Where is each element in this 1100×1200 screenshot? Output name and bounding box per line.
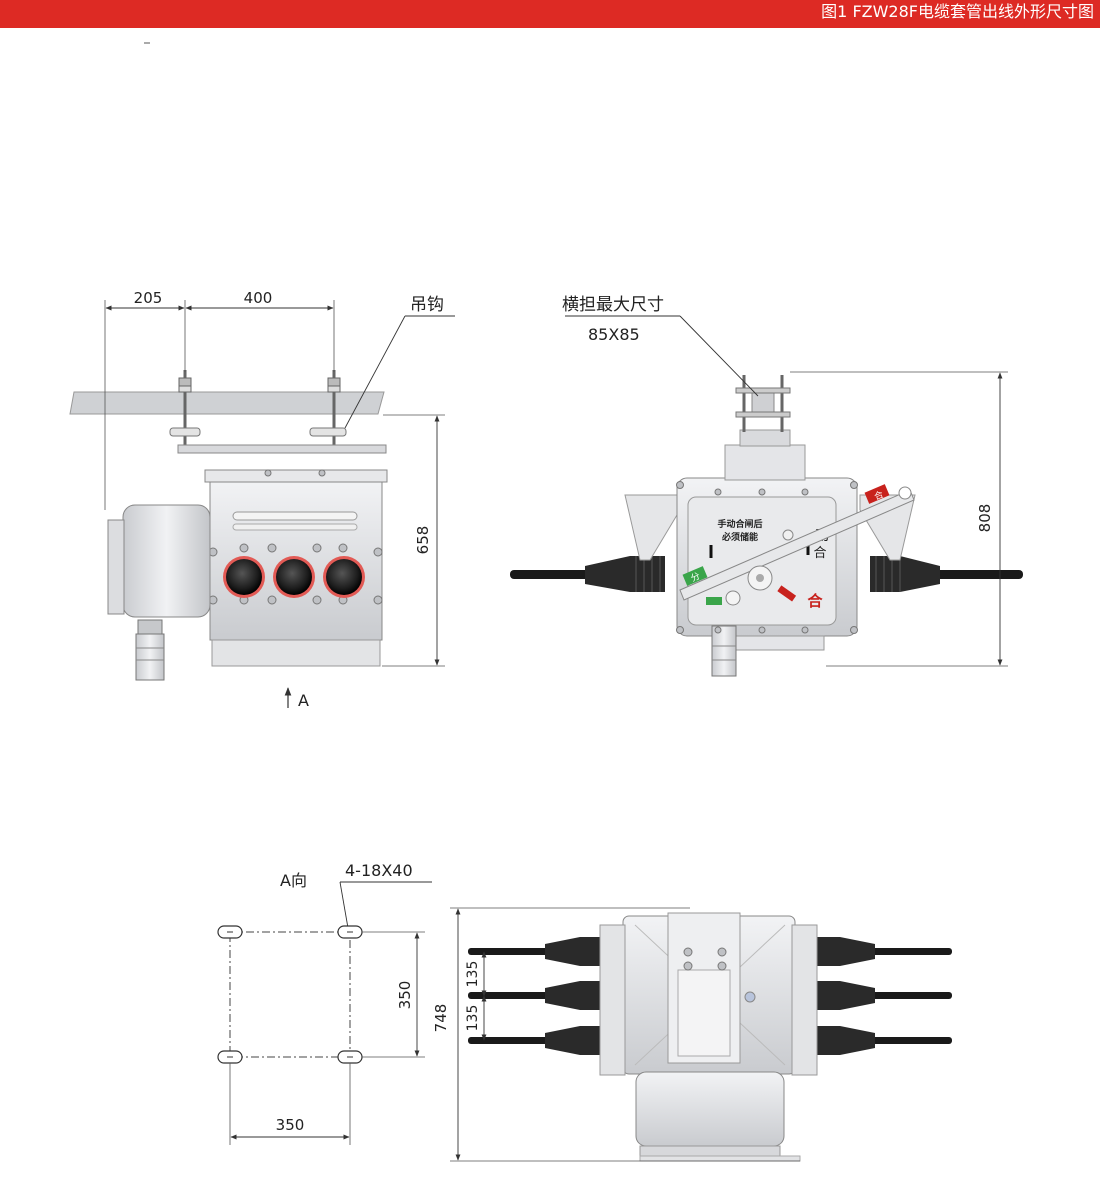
- hole-spec-label: 4-18X40: [345, 861, 413, 880]
- panel-text-1: 手动合闸后: [717, 518, 762, 530]
- dim-205: 205: [134, 289, 163, 307]
- side-view: 手动合闸后 必须储能 动 合 合 合 分 横担: [510, 295, 1023, 677]
- panel-text-2: 必须储能: [721, 531, 758, 543]
- page-title: 图1 FZW28F电缆套管出线外形尺寸图: [817, 0, 1098, 24]
- dim-748: 748: [432, 1004, 450, 1033]
- panel-mark-close-small: 合: [813, 546, 826, 561]
- cable-connector-side: [711, 625, 737, 677]
- operating-lever: [679, 489, 915, 601]
- hook-label: 吊钩: [410, 295, 444, 315]
- crossarm-beam: [69, 391, 385, 415]
- a-view-title: A向: [280, 871, 307, 890]
- cable-connector: [135, 633, 165, 681]
- top-view: 748 135 135: [432, 907, 952, 1162]
- bushing-front-3: [323, 556, 365, 598]
- cable-left: [510, 570, 590, 579]
- cable-right: [935, 570, 1023, 579]
- dim-658: 658: [414, 526, 432, 555]
- dim-135-lower: 135: [465, 1005, 481, 1032]
- dim-hole-width: 350: [276, 1116, 305, 1134]
- crossarm-label: 横担最大尺寸: [562, 295, 664, 315]
- dim-808: 808: [976, 504, 994, 533]
- hanging-bolt-right: [309, 370, 347, 445]
- switch-base: [211, 639, 381, 667]
- mechanism-box-top: [635, 1071, 785, 1147]
- a-view-holes: A向 4-18X40 350 350: [217, 861, 432, 1145]
- dim-400: 400: [244, 289, 273, 307]
- mounting-bracket: [177, 444, 387, 454]
- dim-135-upper: 135: [465, 961, 481, 988]
- cable-terminal-left: [585, 556, 665, 592]
- cables-right: [800, 937, 952, 1055]
- bushing-front-2: [273, 556, 315, 598]
- front-view: 205 400 658 吊钩 A: [69, 289, 455, 710]
- cables-left: [468, 937, 620, 1055]
- lever-open-mark: 分: [689, 571, 702, 585]
- mechanism-box: [122, 504, 211, 618]
- title-banner: 图1 FZW28F电缆套管出线外形尺寸图: [0, 0, 1100, 28]
- hole-pattern: [229, 931, 351, 1058]
- panel-mark-close: 合: [806, 592, 823, 610]
- cable-terminal-right: [870, 556, 940, 592]
- hanging-bolt-left: [169, 370, 201, 445]
- direction-a-label: A: [298, 691, 309, 710]
- dim-hole-height: 350: [396, 981, 414, 1010]
- lever-close-mark: 合: [872, 488, 885, 503]
- crossarm-size: 85X85: [588, 325, 640, 344]
- bushing-front-1: [223, 556, 265, 598]
